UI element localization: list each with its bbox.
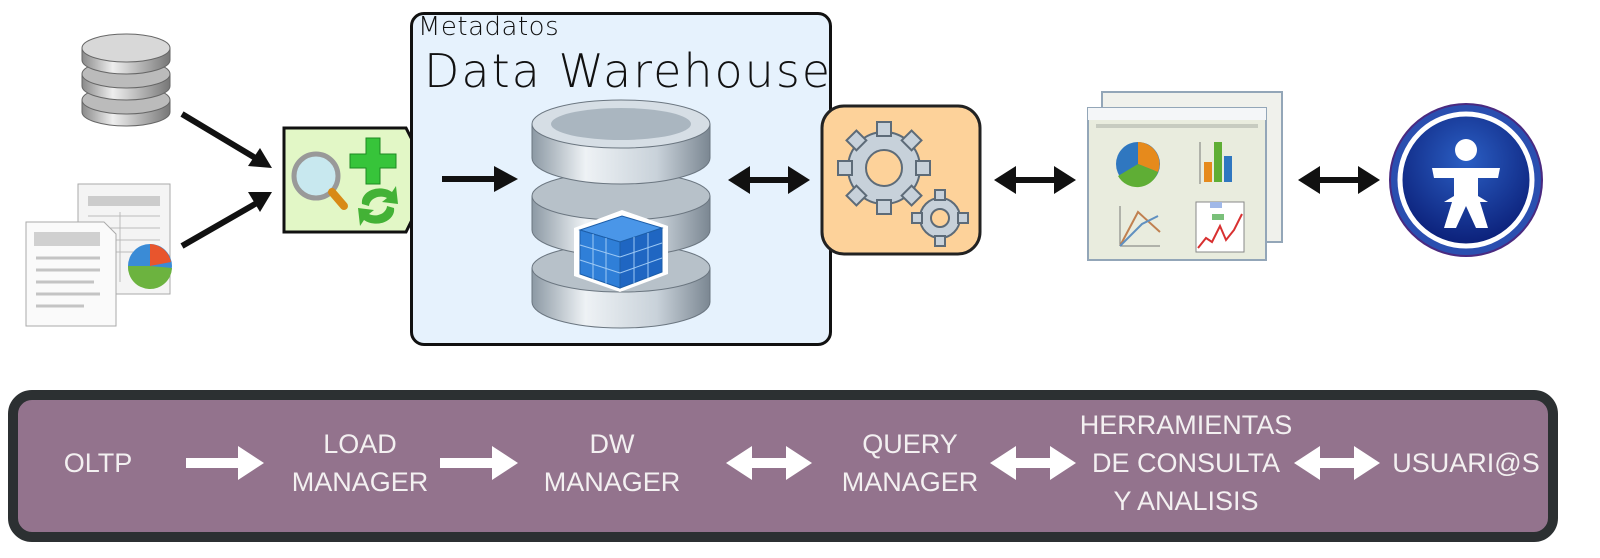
label-line: MANAGER xyxy=(841,467,979,497)
pipeline-label-query-manager: QUERY MANAGER xyxy=(842,425,979,501)
pipeline-label-oltp: OLTP xyxy=(64,444,133,482)
band-arrow-query-tools xyxy=(990,446,1076,480)
label-line: MANAGER xyxy=(543,467,681,497)
arrow-tools-to-users xyxy=(1298,166,1380,194)
band-arrow-load-dw xyxy=(440,446,518,480)
metadata-label: Metadatos xyxy=(418,12,560,42)
pipeline-label-dw-manager: DW MANAGER xyxy=(544,425,681,501)
label-line: Y ANALISIS xyxy=(1113,486,1259,516)
arrow-dw-to-query xyxy=(728,166,810,194)
arrow-docs-to-load xyxy=(180,197,264,249)
label-line: DW xyxy=(589,429,635,459)
band-arrow-tools-users xyxy=(1294,446,1380,480)
pipeline-label-users: USUARI@S xyxy=(1392,444,1539,482)
arrow-load-to-dw xyxy=(442,166,518,192)
band-arrow-dw-query xyxy=(726,446,812,480)
database-cube-icon xyxy=(526,96,716,332)
user-icon xyxy=(1388,102,1544,258)
label-line: QUERY xyxy=(862,429,958,459)
documents-source-icon xyxy=(24,182,176,328)
report-windows-icon xyxy=(1086,90,1286,264)
label-line: LOAD xyxy=(323,429,397,459)
pipeline-label-load-manager: LOAD MANAGER xyxy=(292,425,429,501)
label-line: OLTP xyxy=(63,448,133,478)
gears-icon xyxy=(820,104,982,256)
database-source-icon xyxy=(78,30,174,130)
source-arrows xyxy=(180,111,272,249)
label-line: USUARI@S xyxy=(1392,448,1540,478)
band-arrow-oltp-load xyxy=(186,446,264,480)
label-line: DE CONSULTA xyxy=(1091,448,1281,478)
pipeline-label-tools: HERRAMIENTAS DE CONSULTA Y ANALISIS xyxy=(1080,406,1293,520)
arrow-query-to-tools xyxy=(994,166,1076,194)
label-line: HERRAMIENTAS xyxy=(1079,410,1293,440)
arrow-db-to-load xyxy=(180,111,264,165)
label-line: MANAGER xyxy=(291,467,429,497)
data-warehouse-title: Data Warehouse xyxy=(424,44,833,98)
